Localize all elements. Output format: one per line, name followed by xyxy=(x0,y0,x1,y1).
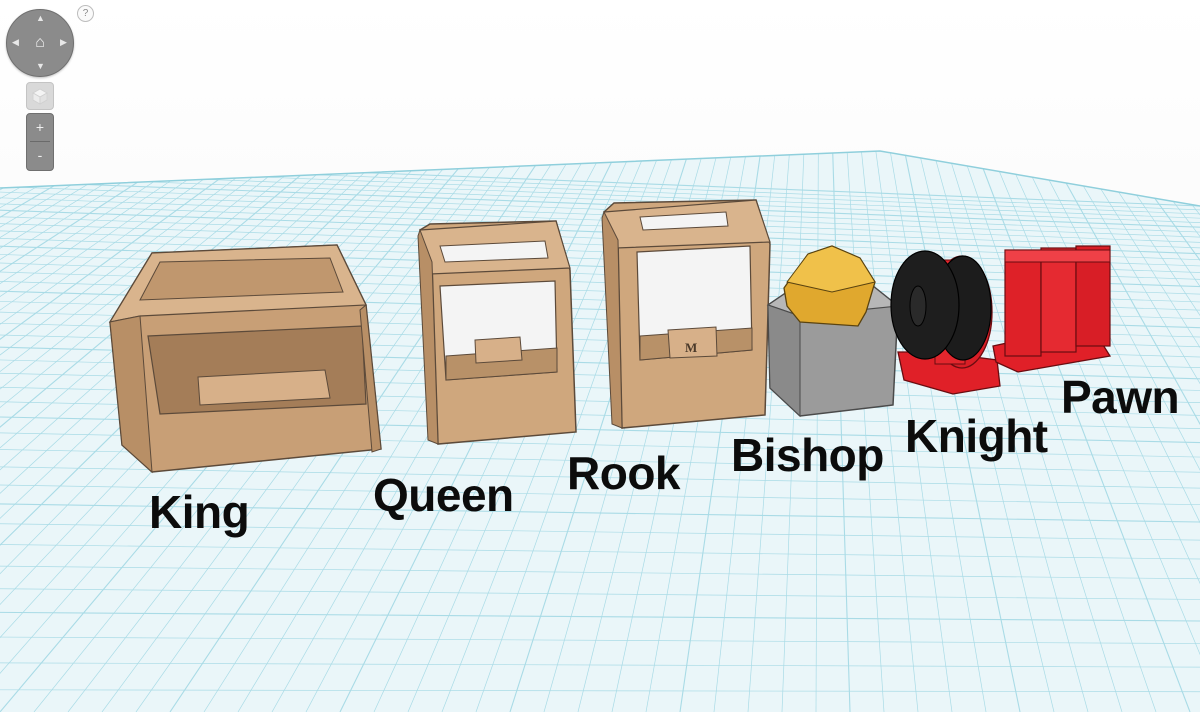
orbit-up-icon[interactable]: ▲ xyxy=(36,13,45,23)
label-queen: Queen xyxy=(373,469,514,521)
zoom-divider xyxy=(30,141,50,142)
pawn-model[interactable] xyxy=(992,245,1112,373)
label-knight: Knight xyxy=(905,410,1048,462)
view-cube-button[interactable] xyxy=(26,82,54,110)
orbit-right-icon[interactable]: ▶ xyxy=(60,37,67,47)
orbit-down-icon[interactable]: ▼ xyxy=(36,61,45,71)
home-icon[interactable]: ⌂ xyxy=(35,34,45,51)
zoom-out-button[interactable]: - xyxy=(37,147,43,163)
label-pawn: Pawn xyxy=(1061,371,1180,423)
label-king: King xyxy=(149,486,250,538)
queen-model[interactable] xyxy=(417,220,577,445)
king-model[interactable] xyxy=(108,244,382,474)
zoom-control: + - xyxy=(26,113,54,171)
orbit-control[interactable]: ▲ ▼ ◀ ▶ ⌂ xyxy=(6,9,74,77)
knight-model[interactable] xyxy=(890,250,1001,395)
cube-icon xyxy=(32,88,48,105)
rook-model[interactable]: M xyxy=(601,199,771,429)
bishop-model[interactable] xyxy=(766,245,900,418)
label-bishop: Bishop xyxy=(731,429,884,481)
orbit-left-icon[interactable]: ◀ xyxy=(12,37,19,47)
zoom-in-button[interactable]: + xyxy=(35,119,45,135)
help-button[interactable]: ? xyxy=(77,5,94,22)
svg-text:M: M xyxy=(685,340,697,355)
label-rook: Rook xyxy=(567,447,681,499)
